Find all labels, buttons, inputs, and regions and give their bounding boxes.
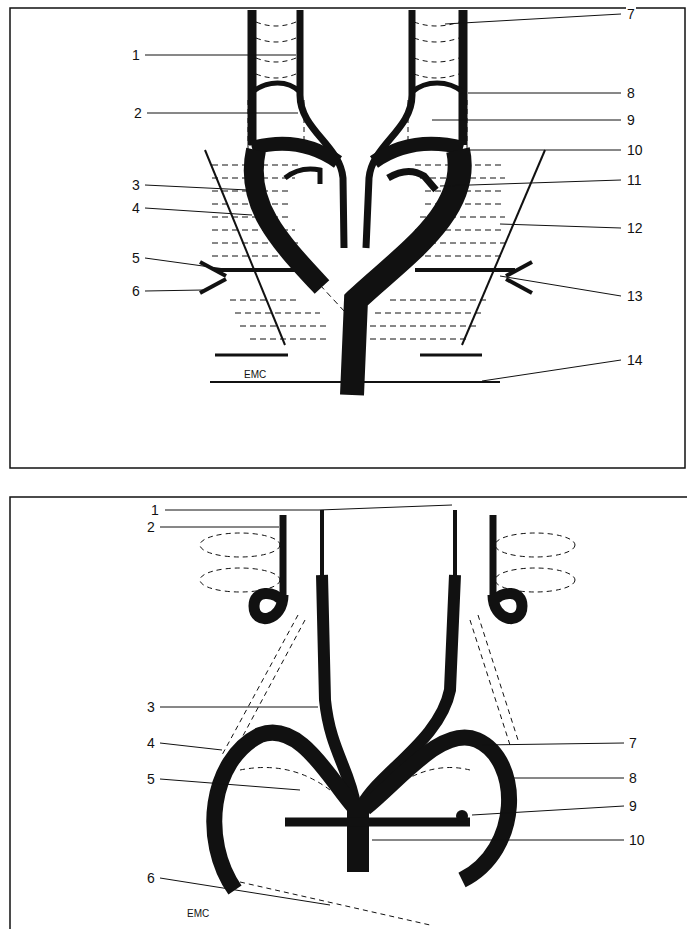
callout-number: 1 xyxy=(131,48,141,62)
callout-number: 11 xyxy=(626,173,643,187)
callout-number: 6 xyxy=(146,871,156,885)
callout-number: 2 xyxy=(133,106,143,120)
panel-frame xyxy=(10,497,687,929)
callout-number: 2 xyxy=(146,520,156,534)
callout-number: 14 xyxy=(626,353,644,367)
callout-number: 6 xyxy=(131,284,141,298)
callout-number: 8 xyxy=(628,771,638,785)
callout-number: 5 xyxy=(131,251,141,265)
callout-number: 9 xyxy=(628,799,638,813)
watermark: EMC xyxy=(243,370,267,380)
callout-number: 10 xyxy=(628,833,646,847)
callout-number: 8 xyxy=(626,86,636,100)
callout-number: 4 xyxy=(146,736,156,750)
callout-number: 13 xyxy=(626,289,644,303)
callout-number: 7 xyxy=(628,736,638,750)
callout-number: 12 xyxy=(626,221,644,235)
callout-number: 4 xyxy=(131,201,141,215)
callout-number: 7 xyxy=(626,7,636,21)
aortic-arches-panel xyxy=(160,505,624,925)
callout-number: 5 xyxy=(146,772,156,786)
callout-number: 1 xyxy=(150,503,160,517)
panel-frame xyxy=(10,8,685,468)
callout-number: 9 xyxy=(626,113,636,127)
callout-number: 3 xyxy=(131,178,141,192)
aortic-arches-panel xyxy=(145,10,621,395)
watermark: EMC xyxy=(186,909,210,919)
callout-number: 3 xyxy=(146,700,156,714)
callout-number: 10 xyxy=(626,143,644,157)
